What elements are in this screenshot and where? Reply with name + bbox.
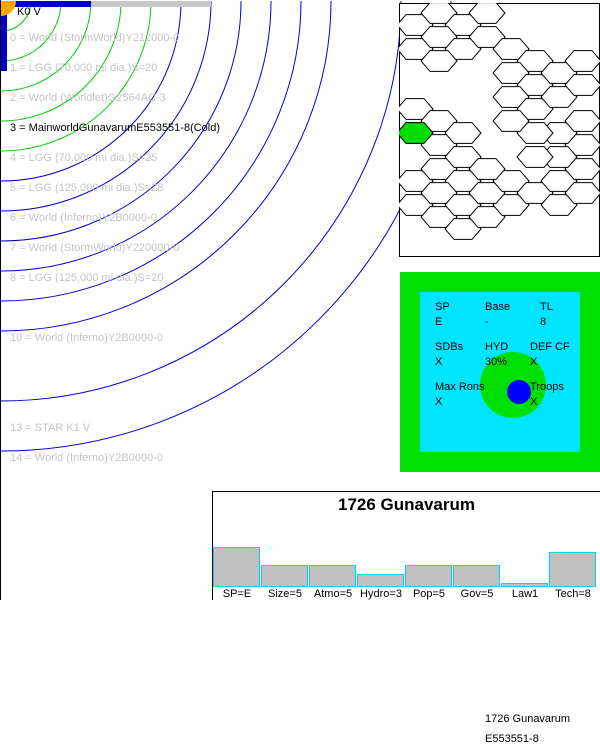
- orbit-ring: [0, 0, 272, 272]
- stat-bar: [309, 565, 356, 587]
- stat-bar: [549, 552, 596, 587]
- stat-bar: [213, 547, 260, 587]
- hex-cell: [444, 194, 482, 216]
- orbit-ring: [0, 0, 152, 152]
- star-label: K0 V: [17, 6, 41, 18]
- orbit-ring: [0, 0, 302, 302]
- hex-cell: [444, 218, 482, 240]
- hex-cell: [564, 182, 600, 204]
- stat-bar-label: Gov=5: [460, 588, 494, 600]
- world-name: 1726 Gunavarum: [485, 713, 570, 725]
- orbit-ring: [0, 0, 62, 62]
- hex-cell: [516, 182, 554, 204]
- hex-cell: [399, 98, 434, 120]
- hex-cell: [540, 122, 578, 144]
- orbit-label[interactable]: 1 = LGG (70,000 mi dia.)S=20: [10, 62, 158, 74]
- hex-cell: [564, 50, 600, 72]
- planet-core-icon: [507, 380, 531, 404]
- stat-bar-label: Hydro=3: [360, 588, 402, 600]
- orbit-ring: [0, 0, 212, 212]
- orbit-label[interactable]: 0 = World (StormWorld)Y212000-0: [10, 32, 180, 44]
- hex-cell: [468, 3, 506, 24]
- orbit-ring: [0, 0, 242, 242]
- orbit-label[interactable]: 7 = World (StormWorld)Y220000-0: [10, 242, 180, 254]
- hex-cell: [420, 182, 458, 204]
- orbit-ring: [0, 0, 402, 402]
- hex-cell: [420, 3, 458, 24]
- hex-cell: [492, 62, 530, 84]
- hex-cell: [468, 158, 506, 180]
- hex-cell: [468, 26, 506, 48]
- stat-bar: [357, 574, 404, 587]
- orbit-ring: [0, 0, 332, 332]
- stat-bar: [261, 565, 308, 587]
- hex-cell: [420, 50, 458, 72]
- hex-cell: [564, 74, 600, 96]
- hex-cell: [399, 14, 434, 36]
- hex-cell: [444, 146, 482, 168]
- hex-cell: [540, 194, 578, 216]
- hex-cell: [540, 62, 578, 84]
- hex-cell: [468, 206, 506, 228]
- orbit-label[interactable]: 14 = World (Inferno)Y2B0000-0: [10, 452, 163, 464]
- hex-cell: [399, 170, 434, 192]
- hex-cell: [399, 194, 434, 216]
- selected-hex: [399, 122, 434, 144]
- orbit-label[interactable]: 8 = LGG (125,000 mi dia.)S=20: [10, 272, 164, 284]
- top-strip-highlight: [1, 1, 91, 7]
- top-strip: [1, 1, 211, 7]
- hex-cell: [420, 206, 458, 228]
- subsector-hex-map[interactable]: [399, 3, 600, 258]
- orbit-label[interactable]: 5 = LGG (125,000 mi dia.)S=28: [10, 182, 164, 194]
- orbit-ring: [0, 0, 122, 122]
- stat-bar-label: Size=5: [268, 588, 302, 600]
- stat-bar-label: SP=E: [222, 588, 252, 600]
- hex-cell: [492, 110, 530, 132]
- orbit-ring: [0, 0, 182, 182]
- hex-cell: [399, 38, 434, 60]
- stat-bar-label: Law1: [511, 588, 539, 600]
- stat-bar: [453, 565, 500, 587]
- stats-title: 1726 Gunavarum: [337, 495, 475, 514]
- orbit-label[interactable]: 4 = LGG (70,000 mi dia.)S=25: [10, 152, 158, 164]
- stat-bar: [405, 565, 452, 587]
- world-uwp-code: E553551-8: [485, 733, 539, 745]
- orbit-ring: [0, 0, 92, 92]
- stat-bar-label: Pop=5: [412, 588, 446, 600]
- orbit-label[interactable]: 10 = World (Inferno)Y2B0000-0: [10, 332, 163, 344]
- hex-cell: [564, 110, 600, 132]
- stat-bar: [501, 583, 548, 587]
- orbit-label[interactable]: 6 = World (Inferno)Y2B0000-0: [10, 212, 157, 224]
- base-cell: Base-: [485, 301, 511, 328]
- hex-cell: [492, 38, 530, 60]
- left-strip: [1, 1, 7, 71]
- mainworld-orbit-label[interactable]: 3 = MainworldGunavarumE553551-8(Cold): [10, 122, 221, 134]
- hex-cell: [540, 86, 578, 108]
- world-stats-panel: 1726 Gunavarum SP=E Size=5 Atmo=5 Hydro=3 Po…: [212, 491, 600, 600]
- hex-cell: [420, 158, 458, 180]
- orbit-label[interactable]: 2 = World (Worldlet)G2564AC-3: [10, 92, 166, 104]
- hex-cell: [468, 182, 506, 204]
- hex-cell: [540, 146, 578, 168]
- hex-cell: [444, 122, 482, 144]
- hex-cell: [492, 86, 530, 108]
- stat-bar-label: Tech=8: [555, 588, 591, 600]
- hex-cell: [420, 26, 458, 48]
- orbit-label[interactable]: 13 = STAR K1 V: [10, 422, 91, 434]
- hex-cell: [540, 170, 578, 192]
- stat-bar-label: Atmo=5: [313, 588, 353, 600]
- star-icon: [1, 1, 16, 16]
- hex-cell: [516, 146, 554, 168]
